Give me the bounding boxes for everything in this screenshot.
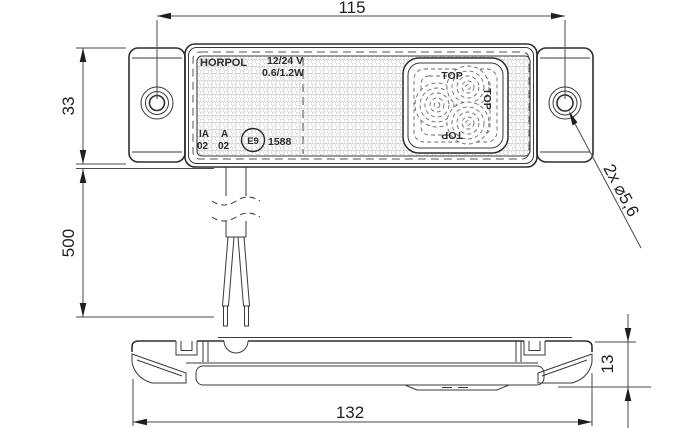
- cable: [211, 167, 261, 327]
- side-view: [131, 337, 593, 391]
- led-bulge: [404, 384, 510, 391]
- left-ear-profile: [131, 353, 187, 384]
- approval-number: 1588: [268, 136, 292, 148]
- wire-left: [221, 236, 235, 307]
- cable-break-lower: [211, 212, 261, 222]
- dimension-13: 13: [558, 314, 651, 428]
- dimension-33: 33: [59, 47, 126, 165]
- right-ear-profile: [537, 353, 593, 384]
- top-view: TOP TOP TOP HORPOL 12/24 V 0.6/1.2W IA 0…: [128, 43, 594, 327]
- code1-bottom: 02: [197, 141, 209, 152]
- code1-top: IA: [199, 129, 209, 140]
- dim-500-text: 500: [59, 229, 78, 257]
- e-mark-text: E9: [247, 136, 259, 147]
- wire-right-tip: [244, 305, 249, 327]
- dim-115-text: 115: [338, 0, 365, 17]
- dimension-132: 132: [132, 373, 593, 426]
- dim-132-text: 132: [336, 403, 364, 422]
- screw-boss: [223, 340, 249, 354]
- dimension-115: 115: [156, 0, 566, 99]
- top-label-upper: TOP: [441, 70, 462, 82]
- led-window: TOP TOP TOP: [402, 57, 509, 154]
- wire-left-tip: [223, 305, 228, 327]
- lens-side-profile: [195, 365, 545, 386]
- cable-break-upper: [211, 196, 261, 206]
- top-label-right: TOP: [481, 88, 493, 109]
- dimension-500: 500: [59, 168, 214, 318]
- top-label-lower: TOP: [441, 129, 462, 141]
- e-mark-circle: [240, 127, 266, 153]
- left-notch: [175, 341, 198, 356]
- code2-top: A: [221, 129, 228, 140]
- dim-13-text: 13: [598, 355, 617, 374]
- code2-bottom: 02: [218, 141, 230, 152]
- power-text: 0.6/1.2W: [262, 67, 304, 79]
- hole-diameter-callout: 2x ⌀5,6: [569, 111, 643, 249]
- voltage-text: 12/24 V: [267, 55, 303, 67]
- wire-right: [237, 236, 251, 307]
- lens-markings: HORPOL 12/24 V 0.6/1.2W IA 02 A 02 E9 15…: [197, 55, 304, 153]
- brand-text: HORPOL: [200, 57, 247, 69]
- led-circle-bottom: [446, 101, 490, 145]
- dim-33-text: 33: [59, 97, 78, 116]
- right-notch: [523, 341, 546, 356]
